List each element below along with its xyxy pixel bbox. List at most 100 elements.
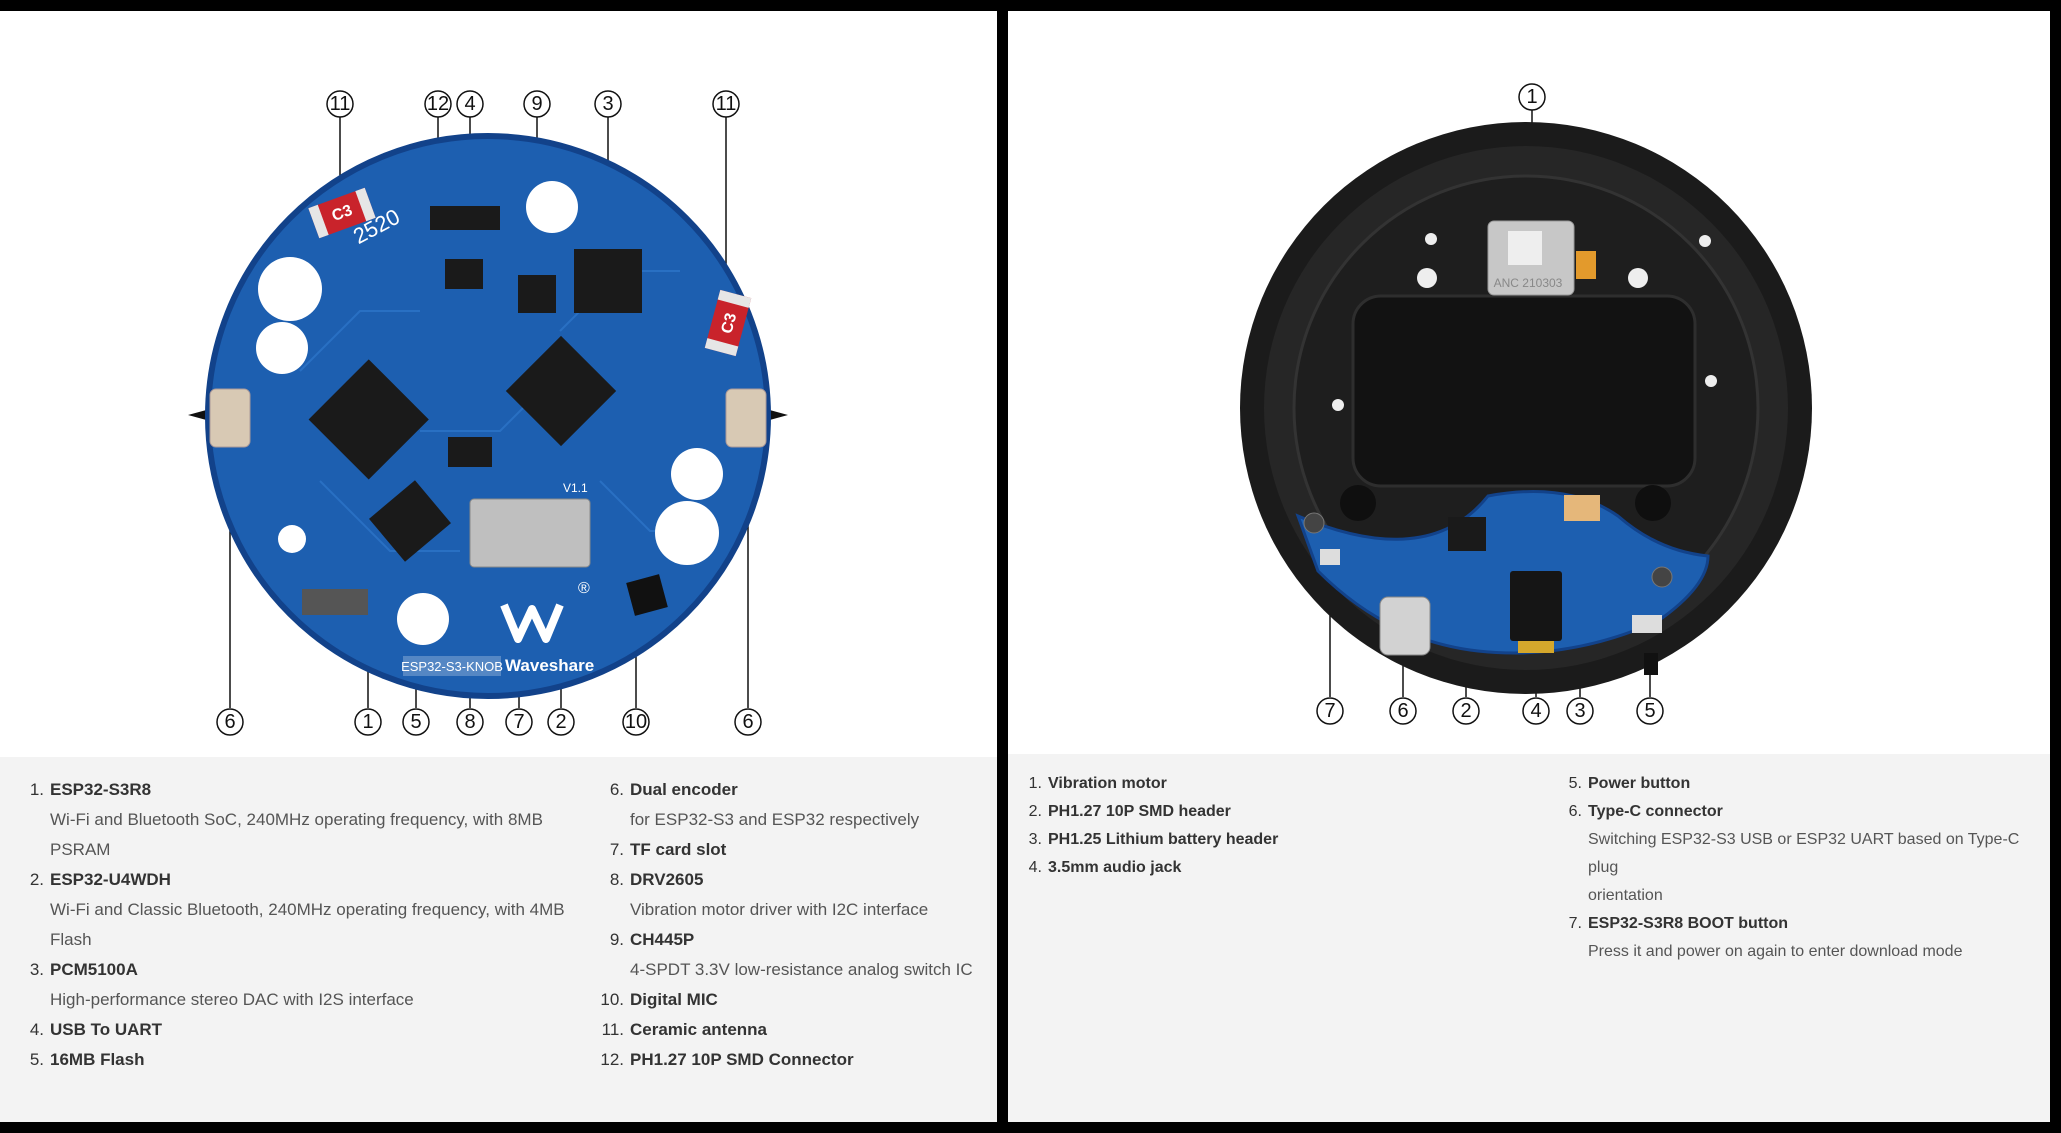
callout-6: 6 (224, 711, 235, 733)
back-housing-photo: ANC 210303 1 7 (1008, 11, 2050, 754)
item-description: for ESP32-S3 and ESP32 respectively (630, 810, 920, 829)
item-name: USB To UART (50, 1020, 163, 1039)
item-description: Press it and power on again to enter dow… (1588, 943, 1963, 960)
esp32-u4wdh-chip (505, 335, 617, 447)
legend-item: 12. PH1.27 10P SMD Connector (590, 1045, 990, 1075)
item-name: Type-C connector (1588, 803, 1723, 820)
back-legend-col-2: 5.Power button 6.Type-C connector Switch… (1548, 770, 2048, 966)
callout-5: 5 (410, 711, 421, 733)
tf-card-slot (469, 498, 591, 568)
item-number: 5. (29, 1050, 44, 1069)
item-description: 4-SPDT 3.3V low-resistance analog switch… (630, 960, 973, 979)
item-number: 8. (609, 870, 624, 889)
legend-item: 3. PCM5100A High-performance stereo DAC w… (10, 955, 580, 1015)
legend-item: 8. DRV2605 Vibration motor driver with I2… (590, 865, 990, 925)
mount-hole (671, 448, 723, 500)
item-number: 3. (29, 960, 44, 979)
callout-3: 3 (602, 93, 613, 115)
item-name: PH1.27 10P SMD Connector (630, 1050, 854, 1069)
item-name: ESP32-S3R8 (50, 780, 152, 799)
legend-item: 9. CH445P 4-SPDT 3.3V low-resistance anal… (590, 925, 990, 985)
ph127-connector (430, 206, 500, 230)
item-name: TF card slot (630, 840, 727, 859)
boot-button (1320, 549, 1340, 565)
item-number: 12. (600, 1050, 624, 1069)
item-description: High-performance stereo DAC with I2S int… (50, 990, 414, 1009)
item-name: Ceramic antenna (630, 1020, 767, 1039)
callout-6: 6 (742, 711, 753, 733)
callout-markers (1316, 83, 1664, 725)
item-number: 6. (609, 780, 624, 799)
item-number: 3. (1028, 831, 1042, 848)
front-view-panel: C3 C3 2520 V1.1 ® ESP32-S3-KNOB Waveshar… (0, 11, 997, 1122)
back-legend: 1. Vibration motor 2. PH1.27 10P SMD heade… (1008, 754, 2050, 1122)
brand-text: Waveshare (505, 656, 594, 675)
item-name: PH1.27 10P SMD header (1048, 803, 1231, 820)
callout-4: 4 (464, 93, 475, 115)
item-number: 1. (29, 780, 44, 799)
version-text: V1.1 (563, 481, 588, 495)
left-encoder (209, 388, 251, 448)
type-c-connector (1379, 596, 1431, 656)
legend-item: 6. Dual encoder for ESP32-S3 and ESP32 re… (590, 775, 990, 835)
item-name: PCM5100A (50, 960, 138, 979)
item-name: ESP32-U4WDH (50, 870, 171, 889)
item-name: PH1.25 Lithium battery header (1048, 831, 1279, 848)
circuit-board: C3 C3 2520 V1.1 ® ESP32-S3-KNOB Waveshar… (205, 133, 771, 699)
item-number: 7. (609, 840, 624, 859)
callout-11: 11 (716, 93, 737, 115)
legend-item: 2. PH1.27 10P SMD header (1008, 798, 1508, 826)
legend-item: 3. PH1.25 Lithium battery header (1008, 826, 1508, 854)
item-number: 4. (1028, 859, 1042, 876)
power-button (1644, 653, 1658, 675)
item-number: 2. (1028, 803, 1042, 820)
item-description: Vibration motor driver with I2C interfac… (630, 900, 929, 919)
right-antenna: C3 (704, 289, 752, 357)
legend-item: 5.Power button (1548, 770, 2048, 798)
legend-item: 4.USB To UART (10, 1015, 580, 1045)
callout-2: 2 (555, 711, 566, 733)
item-description: Switching ESP32-S3 USB or ESP32 UART bas… (1588, 831, 2020, 876)
callout-4: 4 (1530, 700, 1541, 722)
callout-3: 3 (1574, 700, 1585, 722)
motor-label: ANC 210303 (1494, 276, 1563, 290)
front-legend: 1. ESP32-S3R8 Wi-Fi and Bluetooth SoC, 24… (0, 757, 997, 1122)
registered-mark: ® (578, 580, 590, 597)
item-description: Flash (50, 930, 92, 949)
item-name: CH445P (630, 930, 695, 949)
front-board-illustration: C3 C3 2520 V1.1 ® ESP32-S3-KNOB Waveshar… (188, 90, 788, 736)
item-number: 11. (601, 1020, 624, 1039)
mount-hole (258, 257, 322, 321)
item-number: 1. (1028, 775, 1042, 792)
front-legend-col-1: 1. ESP32-S3R8 Wi-Fi and Bluetooth SoC, 24… (10, 775, 580, 1075)
left-antenna: C3 (308, 187, 376, 239)
callout-5: 5 (1644, 700, 1655, 722)
mount-hole (655, 501, 719, 565)
item-number: 9. (609, 930, 624, 949)
item-name: 3.5mm audio jack (1048, 859, 1182, 876)
antenna-label: C3 (330, 202, 355, 225)
legend-item: 4. 3.5mm audio jack (1008, 854, 1508, 882)
legend-item: 2.ESP32-U4WDH Wi-Fi and Classic Bluetoot… (10, 865, 580, 955)
item-name: DRV2605 (630, 870, 704, 889)
pcm5100a-chip (574, 249, 642, 313)
back-legend-col-1: 1. Vibration motor 2. PH1.27 10P SMD heade… (1008, 770, 1508, 882)
item-name: Vibration motor (1048, 775, 1167, 792)
back-view-panel: ANC 210303 1 7 (1008, 11, 2050, 1122)
legend-item: 1. ESP32-S3R8 Wi-Fi and Bluetooth SoC, 24… (10, 775, 580, 865)
item-description: Wi-Fi and Bluetooth SoC, 240MHz operatin… (50, 810, 543, 829)
item-number: 2. (29, 870, 44, 889)
battery-cavity (1351, 294, 1697, 488)
back-board (1295, 490, 1710, 675)
callout-8: 8 (464, 711, 475, 733)
mount-hole (256, 322, 308, 374)
right-encoder (725, 388, 767, 448)
flash-chip (369, 480, 451, 562)
item-name: 16MB Flash (50, 1050, 145, 1069)
callout-1: 1 (1526, 86, 1537, 108)
item-name: Dual encoder (630, 780, 738, 799)
legend-item: 7. TF card slot (590, 835, 990, 865)
callout-11: 11 (330, 93, 351, 115)
item-name: Digital MIC (630, 990, 718, 1009)
item-description: PSRAM (50, 840, 111, 859)
